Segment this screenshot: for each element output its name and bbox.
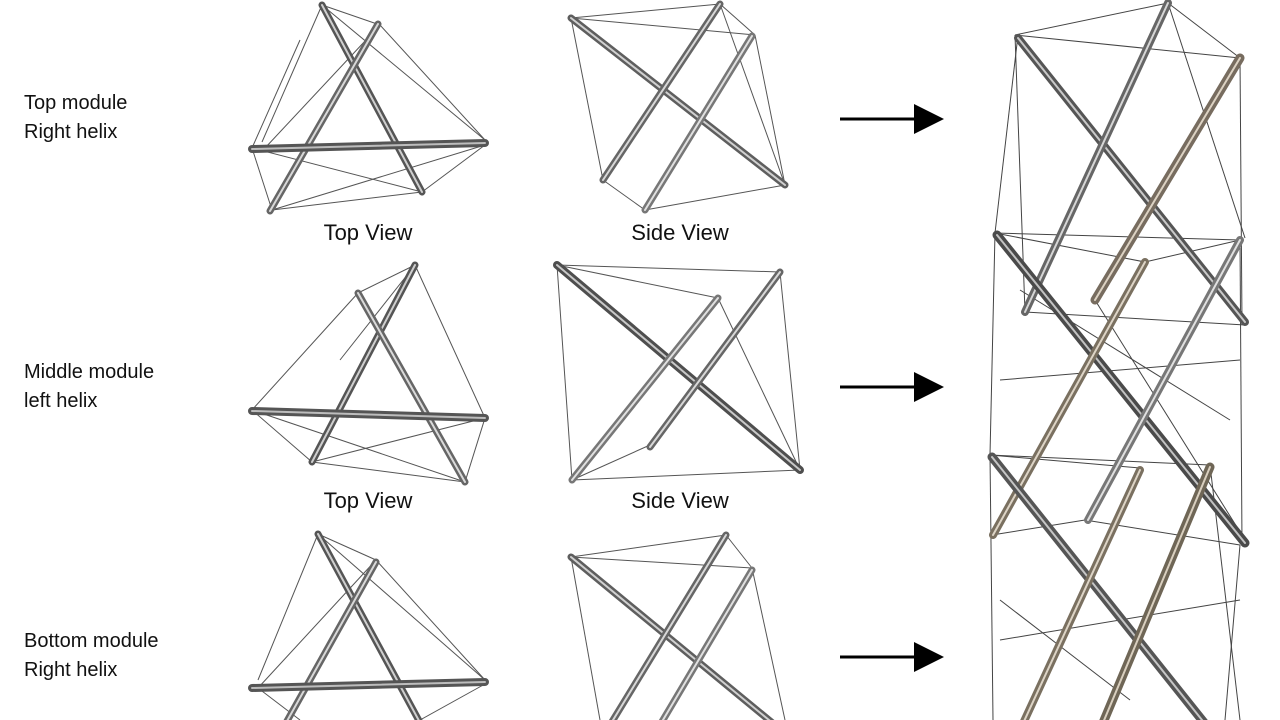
module-label-bottom: Bottom module Right helix [24, 627, 159, 685]
bottom-module-side-view [567, 531, 786, 720]
top-view-caption: Top View [323, 220, 413, 245]
module-label-middle: Middle module left helix [24, 358, 154, 416]
module-label-top: Top module Right helix [24, 89, 127, 147]
module-name: Top module [24, 92, 128, 114]
arrows [840, 104, 944, 672]
module-helix: left helix [24, 390, 98, 412]
module-name: Middle module [24, 361, 155, 383]
middle-module-side-view [553, 261, 804, 484]
module-helix: Right helix [24, 121, 118, 143]
module-name: Bottom module [24, 630, 159, 652]
assembled-tower [987, 0, 1250, 720]
top-view-caption: Top View [323, 488, 413, 513]
module-helix: Right helix [24, 659, 118, 681]
side-view-caption: Side View [631, 488, 729, 513]
top-module-side-view [567, 0, 789, 214]
middle-module-top-view [248, 261, 489, 486]
side-view-caption: Side View [631, 220, 729, 245]
top-module-top-view [248, 1, 489, 215]
bottom-module-top-view [248, 530, 489, 720]
